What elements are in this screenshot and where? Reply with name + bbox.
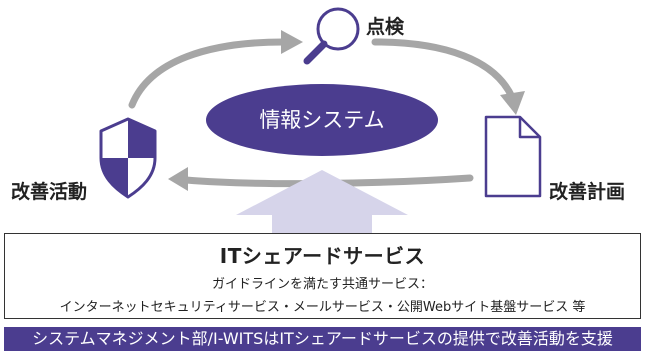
arrow-inspect-to-plan bbox=[371, 38, 516, 101]
shared-service-title: ITシェアードサービス bbox=[219, 244, 426, 268]
info-system-label: 情報システム bbox=[259, 108, 384, 132]
support-up-arrow bbox=[236, 170, 408, 236]
magnifier-icon bbox=[303, 7, 360, 65]
footer-banner: システムマネジメント部/I-WITSはITシェアードサービスの提供で改善活動を支… bbox=[4, 327, 641, 351]
shared-service-subtitle: ガイドラインを満たす共通サービス： bbox=[211, 277, 433, 292]
inspect-label: 点検 bbox=[366, 16, 405, 38]
improve-label: 改善活動 bbox=[11, 181, 88, 203]
plan-label: 改善計画 bbox=[549, 181, 626, 203]
shared-service-box: ITシェアードサービス ガイドラインを満たす共通サービス： インターネットセキュ… bbox=[4, 233, 641, 319]
shared-service-list: インターネットセキュリティサービス・メールサービス・公開Webサイト基盤サービス… bbox=[59, 300, 586, 315]
arrow-improve-to-inspect bbox=[128, 38, 287, 109]
document-icon bbox=[484, 115, 542, 198]
shield-icon bbox=[99, 117, 157, 199]
info-system-ellipse bbox=[206, 84, 438, 156]
